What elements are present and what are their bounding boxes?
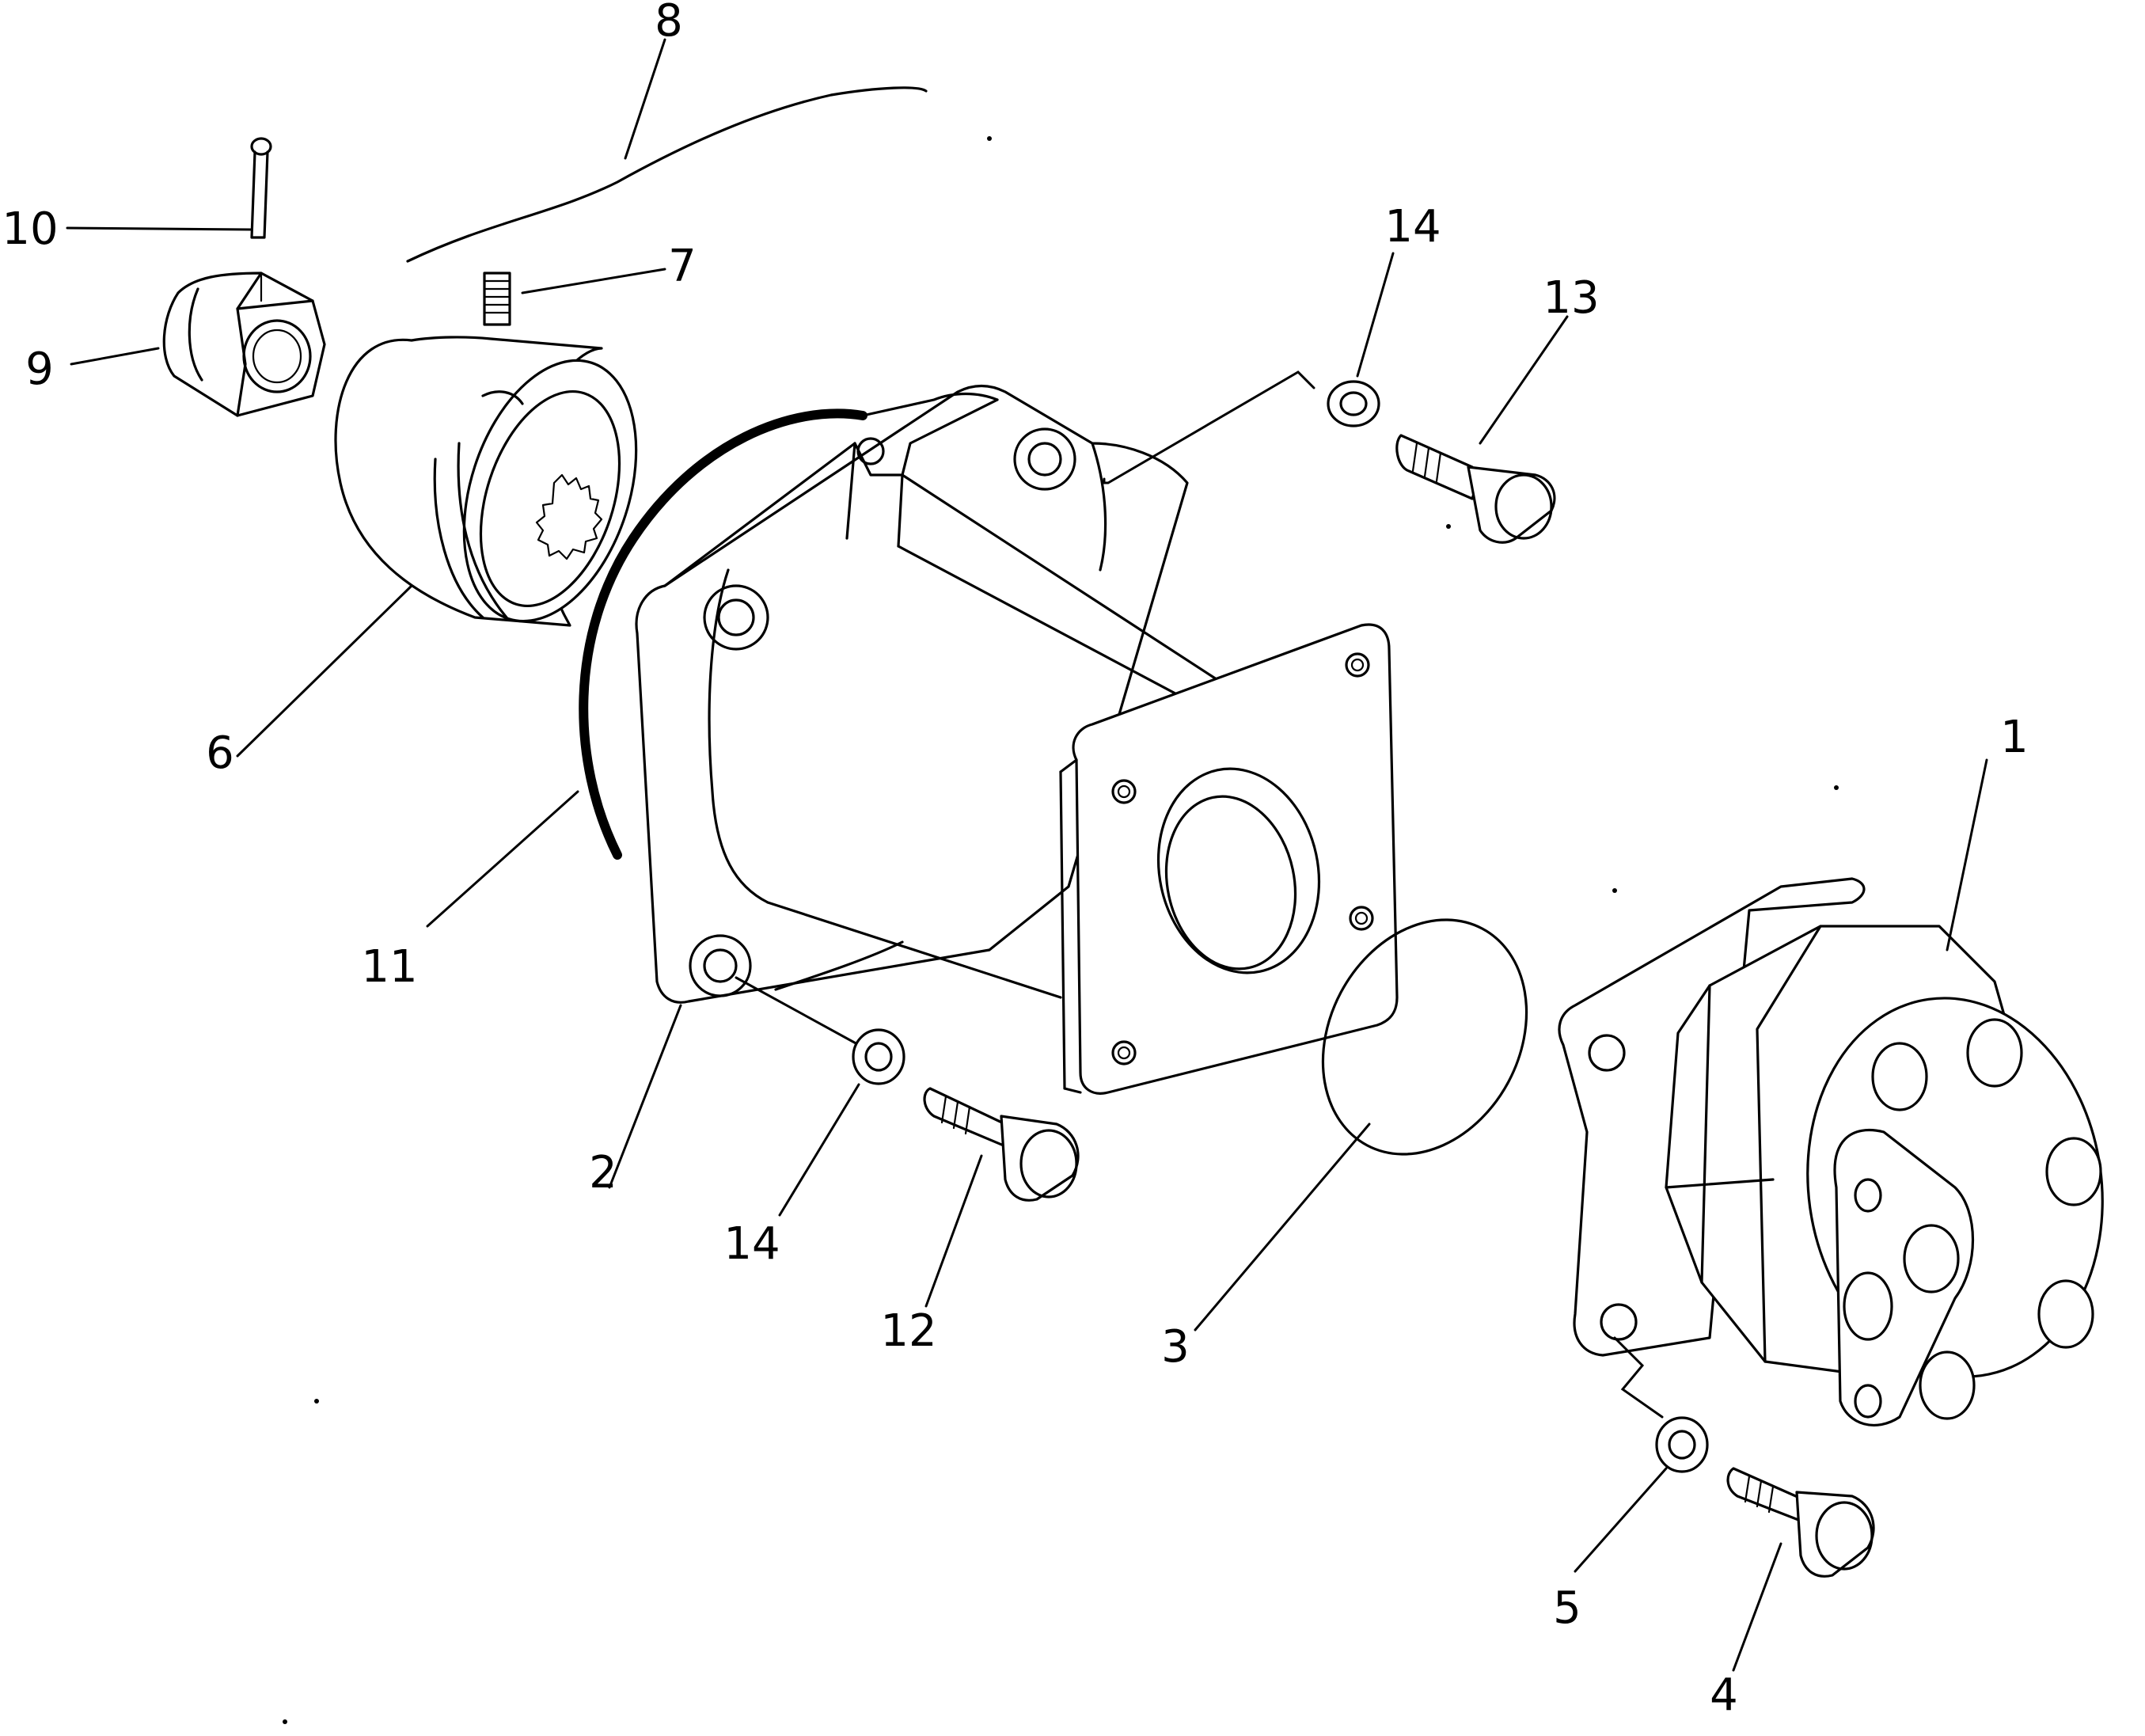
callout-8: 8 — [655, 0, 683, 47]
callout-13: 13 — [1543, 272, 1599, 324]
part-1-pump — [1558, 877, 2104, 1426]
callout-labels: 1 2 3 4 5 6 7 8 9 10 11 12 13 14 14 — [2, 0, 2028, 1721]
callout-1: 1 — [2000, 712, 2029, 763]
callout-3: 3 — [1161, 1321, 1190, 1373]
pump-bolt-heads — [1871, 1018, 2102, 1420]
part-14-washer-lower — [735, 976, 905, 1085]
part-9-castle-nut — [162, 272, 326, 417]
part-5-washer — [1655, 1416, 1709, 1473]
callout-14b: 14 — [723, 1218, 780, 1270]
callout-4: 4 — [1710, 1670, 1738, 1721]
leader-lines — [66, 38, 1988, 1672]
callout-7: 7 — [668, 241, 697, 292]
part-4-bolt — [1726, 1467, 1875, 1578]
part-2-housing — [635, 384, 1221, 1004]
speck-dots — [283, 136, 1839, 1724]
part-10-cotter-pin — [250, 137, 272, 239]
callout-10: 10 — [2, 203, 58, 255]
part-8-wire — [406, 86, 928, 263]
callout-12: 12 — [880, 1305, 936, 1357]
callout-2: 2 — [589, 1147, 617, 1198]
callout-5: 5 — [1553, 1582, 1581, 1634]
callout-9: 9 — [25, 344, 54, 395]
part-6-coupling — [334, 336, 638, 627]
callout-14a: 14 — [1384, 201, 1441, 253]
part-3-o-ring — [1321, 918, 1528, 1156]
part-11-snap-ring — [579, 408, 867, 860]
part-13-bolt — [1395, 434, 1556, 544]
part-14-washer-upper — [1103, 370, 1380, 484]
callout-6: 6 — [206, 727, 234, 779]
part-12-bolt — [923, 1087, 1080, 1202]
part-2-flange — [1059, 623, 1399, 1095]
callout-11: 11 — [361, 941, 417, 993]
